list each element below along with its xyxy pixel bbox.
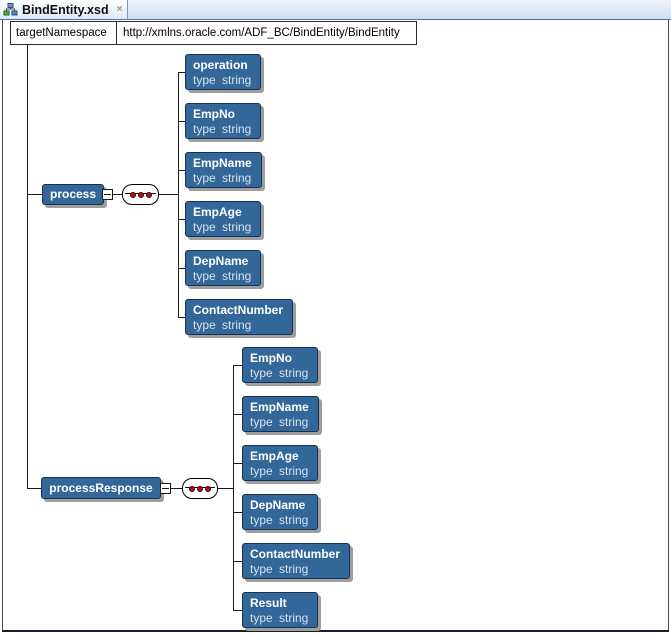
element-name: DepName bbox=[193, 254, 249, 268]
target-namespace-row: targetNamespace http://xmlns.oracle.com/… bbox=[10, 21, 417, 45]
element-name: EmpAge bbox=[250, 449, 299, 463]
connector-line bbox=[178, 72, 179, 318]
schema-design-canvas: targetNamespace http://xmlns.oracle.com/… bbox=[0, 20, 671, 636]
connector-line bbox=[178, 219, 185, 220]
element-name: process bbox=[49, 187, 97, 201]
element-name: EmpAge bbox=[193, 205, 242, 219]
element-name: Result bbox=[250, 596, 287, 610]
sequence-icon-processResponse[interactable] bbox=[182, 478, 218, 499]
element-type: type string bbox=[193, 220, 252, 234]
element-type: type string bbox=[193, 318, 252, 332]
sequence-dot-icon bbox=[145, 191, 152, 198]
connector-line bbox=[178, 317, 185, 318]
sequence-icon-process[interactable] bbox=[122, 184, 159, 205]
element-node-processResponse[interactable]: processResponse bbox=[41, 477, 161, 499]
namespace-value[interactable]: http://xmlns.oracle.com/ADF_BC/BindEntit… bbox=[123, 27, 400, 39]
connector-line bbox=[233, 365, 234, 611]
sequence-dot-icon bbox=[205, 485, 211, 492]
element-type: type string bbox=[250, 562, 309, 576]
collapse-toggle-processResponse[interactable] bbox=[160, 483, 171, 494]
editor-tab-bar: BindEntity.xsd × bbox=[0, 0, 671, 20]
element-name: DepName bbox=[250, 498, 306, 512]
minus-icon bbox=[162, 488, 169, 489]
tab-title: BindEntity.xsd bbox=[22, 2, 109, 17]
connector-line bbox=[178, 72, 185, 73]
minus-icon bbox=[104, 194, 111, 195]
collapse-toggle-process[interactable] bbox=[102, 189, 113, 200]
element-type: type string bbox=[250, 513, 309, 527]
connector-line bbox=[27, 44, 28, 489]
element-type: type string bbox=[250, 415, 309, 429]
connector-line bbox=[178, 268, 185, 269]
connector-line bbox=[178, 121, 185, 122]
namespace-attribute-label: targetNamespace bbox=[11, 22, 117, 44]
element-type: type string bbox=[193, 269, 252, 283]
connector-line bbox=[218, 488, 233, 489]
sequence-dot-icon bbox=[197, 485, 203, 492]
sequence-dot-icon bbox=[137, 191, 144, 198]
tab-close-icon[interactable]: × bbox=[116, 3, 123, 15]
tab-bindentity-xsd[interactable]: BindEntity.xsd × bbox=[0, 0, 129, 19]
canvas-border-bottom bbox=[2, 630, 669, 632]
element-node-process[interactable]: process bbox=[42, 184, 104, 205]
canvas-border-right bbox=[668, 20, 669, 630]
connector-line bbox=[233, 610, 242, 611]
element-name: EmpName bbox=[193, 156, 252, 170]
connector-line bbox=[27, 194, 42, 195]
connector-line bbox=[27, 488, 41, 489]
connector-line bbox=[233, 365, 242, 366]
element-name: operation bbox=[193, 58, 248, 72]
element-type: type string bbox=[193, 73, 252, 87]
sequence-dot-icon bbox=[129, 191, 136, 198]
element-name: EmpNo bbox=[250, 351, 292, 365]
connector-line bbox=[233, 512, 242, 513]
element-type: type string bbox=[193, 171, 252, 185]
connector-line bbox=[171, 488, 182, 489]
connector-line bbox=[178, 170, 185, 171]
connector-line bbox=[233, 463, 242, 464]
connector-line bbox=[159, 194, 178, 195]
element-type: type string bbox=[250, 611, 309, 625]
element-type: type string bbox=[193, 122, 252, 136]
element-type: type string bbox=[250, 464, 309, 478]
connector-line bbox=[233, 561, 242, 562]
canvas-border-left bbox=[2, 20, 3, 630]
element-name: EmpName bbox=[250, 400, 309, 414]
element-type: type string bbox=[250, 366, 309, 380]
xsd-schema-icon bbox=[3, 2, 18, 17]
connector-line bbox=[233, 414, 242, 415]
element-name: ContactNumber bbox=[193, 303, 284, 317]
connector-line bbox=[113, 194, 122, 195]
element-name: ContactNumber bbox=[250, 547, 341, 561]
element-name: EmpNo bbox=[193, 107, 235, 121]
sequence-dot-icon bbox=[189, 485, 195, 492]
element-name: processResponse bbox=[49, 481, 153, 495]
